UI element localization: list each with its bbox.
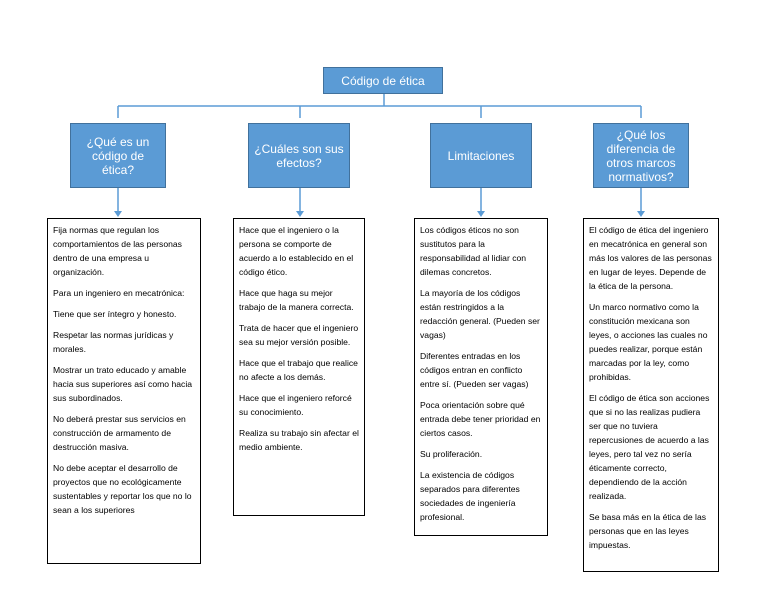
column-4-item: Un marco normativo como la constitución … — [589, 302, 708, 382]
column-3-item: Los códigos éticos no son sustitutos par… — [420, 225, 527, 277]
column-3-item: La existencia de códigos separados para … — [420, 470, 520, 522]
column-2-header: ¿Cuáles son sus efectos? — [248, 123, 350, 188]
arrow-head-3 — [477, 211, 485, 217]
column-3-item: Diferentes entradas en los códigos entra… — [420, 351, 529, 389]
column-2-content-box: Hace que el ingeniero o la persona se co… — [233, 218, 365, 516]
column-4-item: El código de ética son acciones que si n… — [589, 393, 710, 501]
column-1-item: Respetar las normas jurídicas y morales. — [53, 330, 174, 354]
column-3-title: Limitaciones — [447, 148, 515, 163]
column-2-item: Hace que el ingeniero o la persona se co… — [239, 225, 354, 277]
column-3-item: Poca orientación sobre qué entrada debe … — [420, 400, 541, 438]
root-node: Código de ética — [323, 67, 443, 94]
column-4-header: ¿Qué los diferencia de otros marcos norm… — [593, 123, 689, 188]
arrow-head-4 — [637, 211, 645, 217]
column-4-item: El código de ética del ingeniero en meca… — [589, 225, 712, 291]
column-1-content-box: Fija normas que regulan los comportamien… — [47, 218, 201, 564]
column-4-title: ¿Qué los diferencia de otros marcos norm… — [606, 127, 676, 184]
arrow-head-1 — [114, 211, 122, 217]
column-1-item: No debe aceptar el desarrollo de proyect… — [53, 463, 192, 515]
column-1-item: No deberá prestar sus servicios en const… — [53, 414, 186, 452]
column-2-item: Realiza su trabajo sin afectar el medio … — [239, 428, 359, 452]
column-1-item: Para un ingeniero en mecatrónica: — [53, 288, 185, 298]
root-label: Código de ética — [341, 73, 425, 88]
column-1-header: ¿Qué es un código de ética? — [70, 123, 166, 188]
column-2-item: Hace que el trabajo que realice no afect… — [239, 358, 358, 382]
column-3-item: Su proliferación. — [420, 449, 483, 459]
column-1-item: Mostrar un trato educado y amable hacia … — [53, 365, 193, 403]
column-4-content-box: El código de ética del ingeniero en meca… — [583, 218, 719, 572]
column-2-item: Hace que haga su mejor trabajo de la man… — [239, 288, 354, 312]
arrow-head-2 — [296, 211, 304, 217]
column-1-item: Tiene que ser íntegro y honesto. — [53, 309, 177, 319]
column-2-title: ¿Cuáles son sus efectos? — [254, 141, 344, 170]
column-4-item: Se basa más en la ética de las personas … — [589, 512, 707, 550]
column-3-item: La mayoría de los códigos están restring… — [420, 288, 540, 340]
column-1-item: Fija normas que regulan los comportamien… — [53, 225, 182, 277]
column-2-item: Trata de hacer que el ingeniero sea su m… — [239, 323, 359, 347]
column-3-content-box: Los códigos éticos no son sustitutos par… — [414, 218, 548, 536]
column-3-header: Limitaciones — [430, 123, 532, 188]
column-1-title: ¿Qué es un código de ética? — [86, 134, 150, 177]
column-2-item: Hace que el ingeniero reforcé su conocim… — [239, 393, 352, 417]
